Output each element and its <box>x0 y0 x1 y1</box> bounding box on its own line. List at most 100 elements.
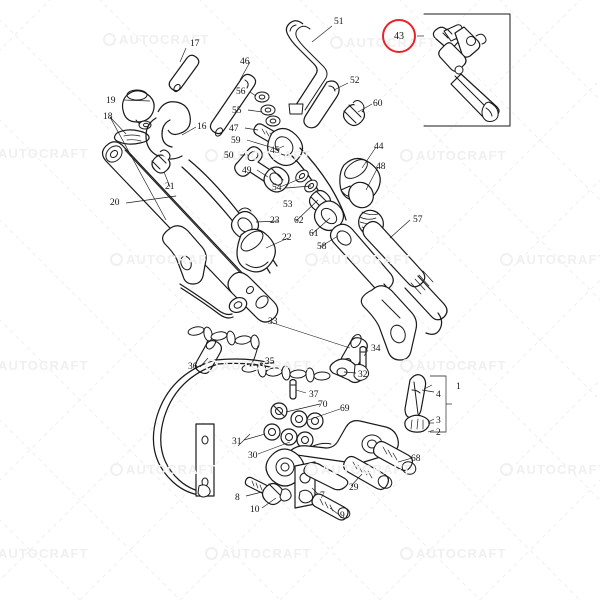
watermark-logo-icon <box>400 149 413 162</box>
watermark-text: AUTOCRAFT <box>0 546 89 561</box>
callout-29[interactable]: 29 <box>349 483 359 493</box>
watermark-text: AUTOCRAFT <box>221 148 312 163</box>
watermark-logo-icon <box>110 253 123 266</box>
callout-45[interactable]: 45 <box>270 146 280 156</box>
callout-23[interactable]: 23 <box>270 216 280 226</box>
callout-69[interactable]: 69 <box>340 404 350 414</box>
callout-32[interactable]: 32 <box>358 370 368 380</box>
callout-46[interactable]: 46 <box>240 57 250 67</box>
part-52 <box>303 80 340 129</box>
callout-36[interactable]: 36 <box>188 362 198 372</box>
callout-57[interactable]: 57 <box>413 215 423 225</box>
watermark-text: AUTOCRAFT <box>0 146 89 161</box>
callout-58[interactable]: 58 <box>317 242 327 252</box>
callout-20[interactable]: 20 <box>110 198 120 208</box>
arm-fork-end-left <box>162 225 207 285</box>
callout-50[interactable]: 50 <box>224 151 234 161</box>
watermark-text: AUTOCRAFT <box>126 462 217 477</box>
callout-7[interactable]: 7 <box>320 491 325 501</box>
callout-61[interactable]: 61 <box>309 229 319 239</box>
callout-33[interactable]: 33 <box>268 317 278 327</box>
watermark-logo-icon <box>400 547 413 560</box>
part-9 <box>311 493 351 521</box>
watermark-text: AUTOCRAFT <box>416 546 507 561</box>
callout-22[interactable]: 22 <box>282 233 292 243</box>
callout-68[interactable]: 68 <box>411 454 421 464</box>
callout-35[interactable]: 35 <box>265 357 275 367</box>
watermark-logo-icon <box>205 149 218 162</box>
callout-8[interactable]: 8 <box>235 493 240 503</box>
callout-52[interactable]: 52 <box>350 76 360 86</box>
watermark-logo-icon <box>330 36 343 49</box>
watermark-text: AUTOCRAFT <box>321 252 412 267</box>
callout-59[interactable]: 59 <box>231 136 241 146</box>
arm-fork-end-upper <box>360 285 418 361</box>
part-55 <box>260 104 281 127</box>
callout-56[interactable]: 56 <box>236 87 246 97</box>
callout-17[interactable]: 17 <box>190 39 200 49</box>
part-21 <box>151 149 171 174</box>
part-18 <box>113 129 150 145</box>
watermark-logo-icon <box>400 359 413 372</box>
watermark-logo-icon <box>110 463 123 476</box>
part-20 <box>101 141 279 323</box>
callout-31[interactable]: 31 <box>232 437 242 447</box>
watermark-text: AUTOCRAFT <box>0 358 89 373</box>
part-30 <box>263 423 314 449</box>
callout-44[interactable]: 44 <box>374 142 384 152</box>
watermark-logo-icon <box>500 463 513 476</box>
watermark-text: AUTOCRAFT <box>416 358 507 373</box>
callout-10[interactable]: 10 <box>250 505 260 515</box>
callout-53[interactable]: 53 <box>283 200 293 210</box>
watermark-text: AUTOCRAFT <box>119 32 210 47</box>
callout-62[interactable]: 62 <box>294 216 304 226</box>
callout-47[interactable]: 47 <box>229 124 239 134</box>
callout-30[interactable]: 30 <box>248 451 258 461</box>
callout-60[interactable]: 60 <box>373 99 383 109</box>
watermark-text: AUTOCRAFT <box>516 462 600 477</box>
cable-hook-part <box>179 283 248 319</box>
watermark-text: AUTOCRAFT <box>221 546 312 561</box>
callout-19[interactable]: 19 <box>106 96 116 106</box>
watermark-text: AUTOCRAFT <box>126 252 217 267</box>
callout-55[interactable]: 55 <box>232 106 242 116</box>
callout-16[interactable]: 16 <box>197 122 207 132</box>
watermark-text: AUTOCRAFT <box>321 462 412 477</box>
callout-70[interactable]: 70 <box>318 400 328 410</box>
callout-1[interactable]: 1 <box>456 382 461 392</box>
highlighted-callout-43[interactable]: 43 <box>382 19 416 53</box>
watermark-logo-icon <box>205 359 218 372</box>
callout-9[interactable]: 9 <box>340 511 345 521</box>
part-56 <box>254 91 270 103</box>
part-3 <box>404 414 430 433</box>
callout-21[interactable]: 21 <box>165 182 175 192</box>
callout-51[interactable]: 51 <box>334 17 344 27</box>
callout-34[interactable]: 34 <box>371 344 381 354</box>
part-29 <box>342 455 393 491</box>
callout-2[interactable]: 2 <box>436 428 441 438</box>
group-bracket-1 <box>423 375 452 433</box>
watermark-text: AUTOCRAFT <box>416 148 507 163</box>
callout-37[interactable]: 37 <box>309 390 319 400</box>
callout-49[interactable]: 49 <box>242 166 252 176</box>
mount-plate <box>195 423 215 498</box>
callout-18[interactable]: 18 <box>103 112 113 122</box>
part-4 <box>404 374 427 419</box>
part-60 <box>342 100 366 127</box>
watermark-text: AUTOCRAFT <box>221 358 312 373</box>
part-57 <box>362 220 448 335</box>
callout-54[interactable]: 54 <box>272 183 282 193</box>
leader-lines <box>109 25 435 515</box>
part-70 <box>270 402 288 420</box>
detail-inset-box <box>423 13 511 127</box>
callout-48[interactable]: 48 <box>376 162 386 172</box>
callout-4[interactable]: 4 <box>436 390 441 400</box>
part-69 <box>290 410 324 430</box>
part-32 <box>329 358 370 384</box>
callout-3[interactable]: 3 <box>436 416 441 426</box>
part-22 <box>236 228 276 273</box>
part-17 <box>168 54 200 93</box>
